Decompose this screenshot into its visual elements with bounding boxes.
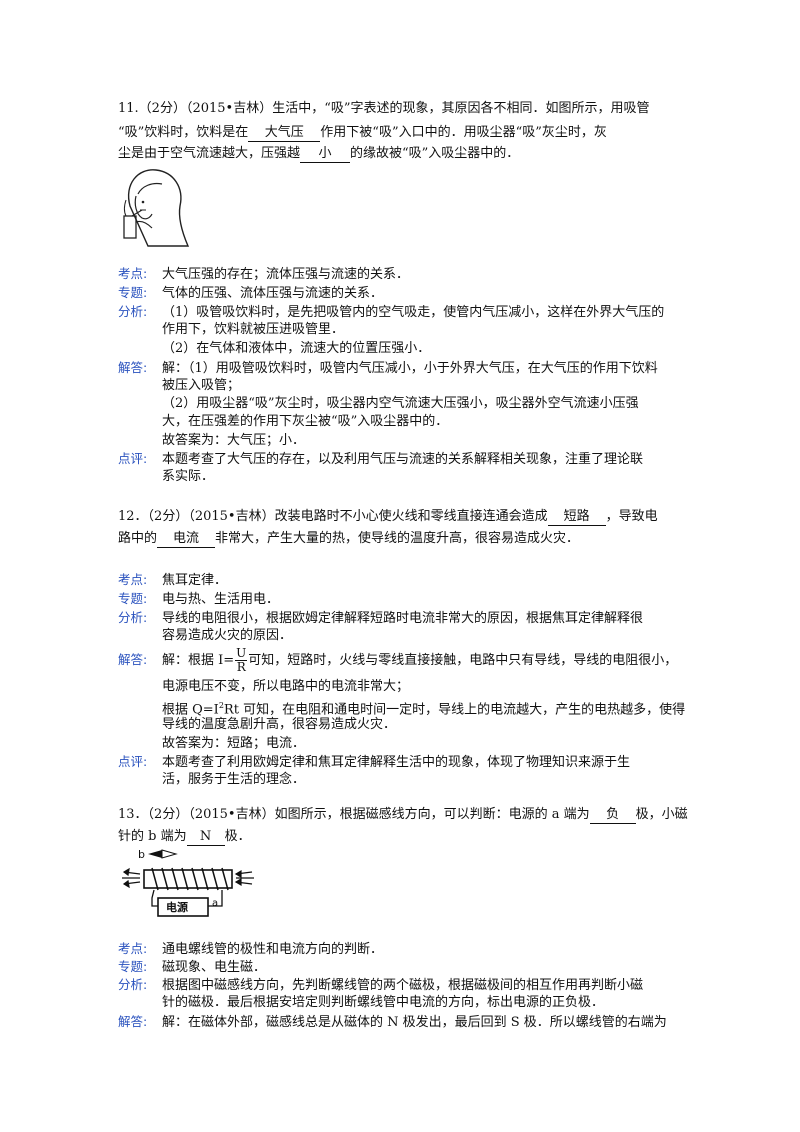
q12-kaodian: 考点:焦耳定律． — [118, 572, 228, 588]
q12-stem-line2: 路中的电流非常大，产生大量的热，使导线的温度升高，很容易造成火灾． — [118, 531, 580, 548]
q12-jieda-line5: 故答案为：短路；电流． — [162, 736, 306, 751]
q11-kaodian: 考点:大气压强的存在；流体压强与流速的关系． — [118, 266, 410, 282]
q11-blank2: 小 — [300, 146, 351, 163]
solenoid-coil — [151, 867, 229, 891]
q12-blank2: 电流 — [157, 531, 216, 548]
magnetic-field-lines — [122, 867, 254, 889]
q13-fenxi-line2: 针的磁极．最后根据安培定则判断螺线管中电流的方向，标出电源的正负极． — [162, 995, 605, 1010]
q11-girl-drinking-illustration — [123, 169, 190, 247]
q12-jieda-line4: 导线的温度急剧升高，很容易造成火灾． — [162, 717, 397, 732]
q11-blank1: 大气压 — [248, 125, 321, 142]
q13-zhuanti: 专题:磁现象、电生磁． — [118, 959, 267, 975]
q11-stem-line3: 尘是由于空气流速越大，压强越小的缘故被“吸”入吸尘器中的． — [118, 146, 520, 163]
q12-dianping-line2: 活，服务于生活的理念． — [162, 772, 306, 787]
circuit-wires — [151, 889, 223, 907]
q13-jieda: 解答:解：在磁体外部，磁感线总是从磁体的 N 极发出，最后回到 S 极．所以螺线… — [118, 1014, 667, 1030]
q12-fenxi: 分析:导线的电阻很小，根据欧姆定律解释短路时电流非常大的原因，根据焦耳定律解释很 — [118, 610, 644, 626]
q11-jieda: 解答:解：（1）用吸管吸饮料时，吸管内气压减小，小于外界大气压，在大气压的作用下… — [118, 360, 658, 376]
compass-needle-dark-half — [148, 850, 162, 858]
q12-stem-line1: 12．（2分）（2015•吉林）改装电路时不小心使火线和零线直接连通会造成短路，… — [118, 509, 658, 526]
q13-kaodian: 考点:通电螺线管的极性和电流方向的判断． — [118, 941, 384, 957]
q12-jieda-line2: 电源电压不变，所以电路中的电流非常大； — [162, 679, 410, 694]
q13-blank1: 负 — [589, 807, 636, 824]
q12-jieda-line3: 根据 Q=I2Rt 可知，在电阻和通电时间一定时，导线上的电流越大，产生的电热越… — [162, 701, 686, 718]
q11-fenxi-line3: （2）在气体和液体中，流速大的位置压强小． — [162, 341, 431, 356]
q11-zhuanti: 专题:气体的压强、流体压强与流速的关系． — [118, 285, 384, 301]
q11-stem-line1: 11.（2分）（2015•吉林）生活中，“吸”字表述的现象，其原因各不相同．如图… — [118, 101, 650, 116]
q12-blank1: 短路 — [547, 509, 606, 526]
q13-label-power: 电源 — [166, 900, 188, 914]
q13-stem-line1: 13．（2分）（2015•吉林）如图所示，根据磁感线方向，可以判断：电源的 a … — [118, 807, 688, 824]
q11-stem-line2: “吸”饮料时，饮料是在大气压作用下被“吸”入口中的．用吸尘器“吸”灰尘时，灰 — [118, 125, 607, 142]
q13-solenoid-diagram: b 电源 a — [122, 848, 254, 917]
q11-dianping-line2: 系实际． — [162, 469, 215, 484]
q12-zhuanti: 专题:电与热、生活用电． — [118, 591, 280, 607]
power-source-box — [157, 897, 209, 917]
q12-dianping: 点评:本题考查了利用欧姆定律和焦耳定律解释生活中的现象，体现了物理知识来源于生 — [118, 754, 631, 770]
q11-jieda-line5: 故答案为：大气压；小． — [162, 433, 306, 448]
q11-fenxi-line2: 作用下，饮料就被压进吸管里． — [162, 322, 345, 337]
q11-jieda-line4: 大，在压强差的作用下灰尘被“吸”入吸尘器中的． — [162, 414, 449, 429]
q11-fenxi: 分析:（1）吸管吸饮料时，是先把吸管内的空气吸走，使管内气压减小，这样在外界大气… — [118, 304, 665, 320]
q11-jieda-line3: （2）用吸尘器“吸”灰尘时，吸尘器内空气流速大压强小，吸尘器外空气流速小压强 — [162, 396, 639, 411]
q13-label-b: b — [138, 848, 145, 861]
compass-needle-light-half — [161, 849, 178, 859]
q13-label-a: a — [212, 898, 218, 909]
q11-dianping: 点评:本题考查了大气压的存在，以及利用气压与流速的关系解释相关现象，注重了理论联 — [118, 451, 644, 467]
q11-jieda-line2: 被压入吸管； — [162, 378, 241, 393]
q12-fenxi-line2: 容易造成火灾的原因． — [162, 628, 293, 643]
q13-blank2: N — [186, 829, 225, 846]
q13-fenxi: 分析:根据图中磁感线方向，先判断螺线管的两个磁极，根据磁极间的相互作用再判断小磁 — [118, 977, 644, 993]
